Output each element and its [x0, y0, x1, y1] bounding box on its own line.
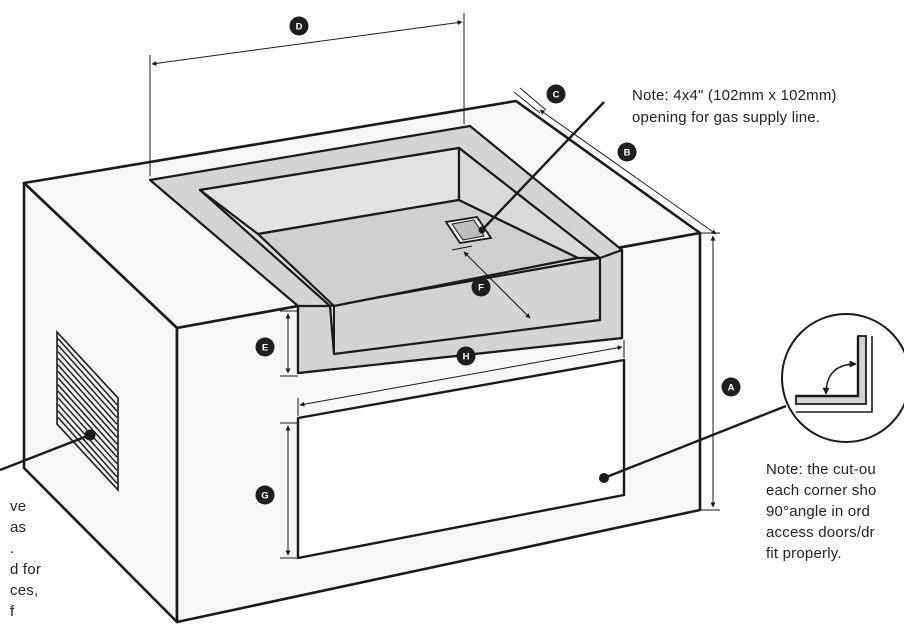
- gas-note-leader: [481, 101, 605, 231]
- badge-a: A: [721, 377, 741, 397]
- vent-slat: [57, 351, 118, 419]
- svg-text:.: .: [10, 540, 14, 557]
- badge-c: C: [546, 84, 566, 104]
- dimension-line-d: [151, 20, 463, 66]
- gas-opening-note: Note: 4x4" (102mm x 102mm) opening for g…: [632, 87, 837, 126]
- gas-opening: [444, 216, 493, 244]
- dimension-line-b: [539, 109, 717, 235]
- badge-f: F: [471, 277, 491, 297]
- svg-text:f: f: [10, 603, 15, 620]
- svg-text:as: as: [10, 519, 26, 536]
- svg-text:d for: d for: [10, 561, 41, 578]
- vent-slat: [57, 390, 118, 458]
- svg-text:Note: the cut-ou: Note: the cut-ou: [766, 461, 876, 478]
- svg-text:A: A: [728, 383, 735, 394]
- svg-text:opening for gas supply line.: opening for gas supply line.: [632, 109, 820, 126]
- vent-slat: [57, 384, 118, 452]
- svg-text:ces,: ces,: [10, 582, 38, 599]
- vent-slat: [57, 364, 118, 432]
- corner-cutout-note: Note: the cut-ou each corner sho 90°angl…: [766, 461, 877, 562]
- vent-slat: [57, 377, 118, 445]
- vent-slat: [57, 410, 118, 478]
- svg-text:Note: 4x4" (102mm x 102mm): Note: 4x4" (102mm x 102mm): [632, 87, 837, 104]
- vent-note-leader: [0, 433, 91, 472]
- vent-slat: [57, 357, 118, 425]
- svg-text:D: D: [296, 22, 303, 33]
- svg-text:H: H: [463, 352, 470, 363]
- vent-grille-icon: [56, 329, 119, 493]
- svg-text:access doors/dr: access doors/dr: [766, 524, 875, 541]
- corner-note-leader: [603, 404, 787, 480]
- svg-text:90°angle in ord: 90°angle in ord: [766, 503, 870, 520]
- svg-text:fit properly.: fit properly.: [766, 545, 842, 562]
- badge-h: H: [456, 346, 476, 366]
- svg-text:ve: ve: [10, 498, 26, 515]
- right-angle-detail-icon: [781, 313, 904, 443]
- svg-text:F: F: [478, 283, 484, 294]
- vent-slat: [57, 344, 118, 412]
- svg-text:C: C: [553, 90, 560, 101]
- dimension-line-h: [299, 345, 623, 407]
- vent-slat: [57, 338, 118, 406]
- vent-slat: [57, 416, 118, 484]
- badge-e: E: [255, 337, 275, 357]
- badge-g: G: [255, 485, 275, 505]
- badge-b: B: [617, 142, 637, 162]
- vent-note: ve as . d for ces, f: [10, 498, 41, 620]
- dimension-line-f: [463, 251, 531, 319]
- svg-text:G: G: [261, 491, 268, 502]
- vent-slat: [57, 370, 118, 438]
- badge-d: D: [289, 16, 309, 36]
- svg-text:E: E: [262, 343, 268, 354]
- svg-text:each corner sho: each corner sho: [766, 482, 877, 499]
- svg-text:B: B: [624, 148, 631, 159]
